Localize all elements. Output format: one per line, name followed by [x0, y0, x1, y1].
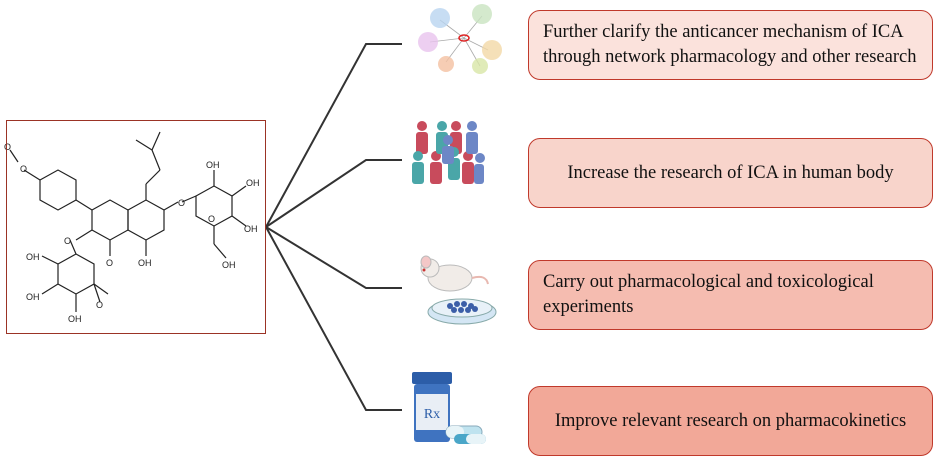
- connector-lines: [265, 43, 402, 411]
- connector-1: [265, 43, 402, 228]
- rx-pill-bottle-icon: Rx: [412, 372, 486, 444]
- atom-label: O: [106, 258, 113, 268]
- outcome-text: Further clarify the anticancer mechanism…: [543, 22, 917, 67]
- atom-labels: O O O O OH OH OH OH OH OH OH OH O O O: [4, 142, 260, 324]
- atom-label: O: [64, 236, 71, 246]
- network-icon: [418, 4, 502, 74]
- mouse-petri-dish-icon: [420, 255, 497, 325]
- molecule-frame: [6, 120, 266, 334]
- atom-label: OH: [222, 260, 236, 270]
- outcome-box-pharmacology-toxicology: Carry out pharmacological and toxicologi…: [528, 260, 933, 330]
- atom-label: OH: [26, 252, 40, 262]
- atom-label: OH: [138, 258, 152, 268]
- outcome-box-network-pharmacology: Further clarify the anticancer mechanism…: [528, 10, 933, 80]
- outcome-box-human-research: Increase the research of ICA in human bo…: [528, 138, 933, 208]
- outcome-text: Increase the research of ICA in human bo…: [567, 162, 894, 183]
- icariin-structure: [9, 131, 247, 312]
- connector-4: [265, 226, 402, 411]
- atom-label: OH: [206, 160, 220, 170]
- atom-label: OH: [26, 292, 40, 302]
- people-crowd-icon: [412, 121, 485, 184]
- atom-label: OH: [244, 224, 258, 234]
- outcome-text: Carry out pharmacological and toxicologi…: [543, 272, 874, 317]
- atom-label: O: [96, 300, 103, 310]
- atom-label: O: [208, 214, 215, 224]
- rx-label: Rx: [424, 407, 440, 422]
- connector-2: [265, 159, 402, 228]
- atom-label: OH: [68, 314, 82, 324]
- outcome-text: Improve relevant research on pharmacokin…: [554, 410, 907, 431]
- atom-label: O: [20, 164, 27, 174]
- atom-label: O: [178, 198, 185, 208]
- atom-label: OH: [246, 178, 260, 188]
- outcome-box-pharmacokinetics: Improve relevant research on pharmacokin…: [528, 386, 933, 456]
- connector-3: [265, 226, 402, 289]
- atom-label: O: [4, 142, 11, 152]
